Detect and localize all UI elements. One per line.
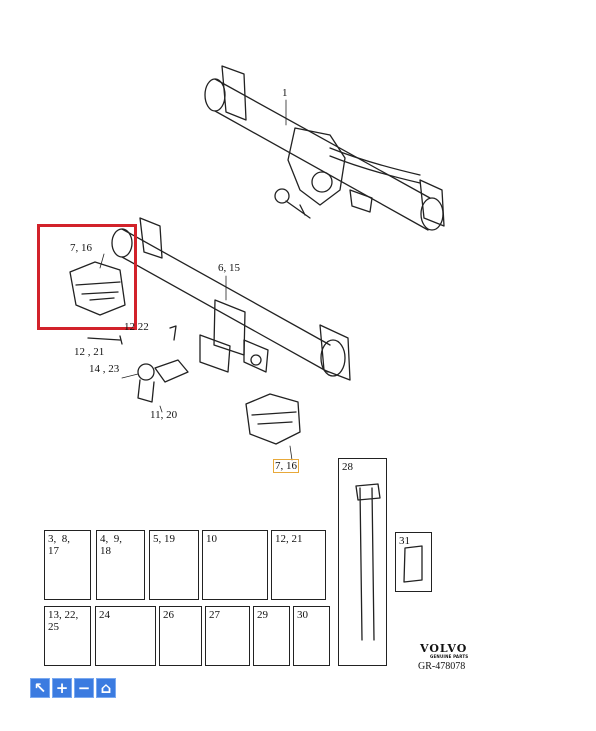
towbar-assembly-upper (204, 65, 445, 231)
zoom-in-icon[interactable]: + (52, 678, 72, 698)
parts-box-26[interactable]: 26 (159, 606, 202, 666)
callout-11-20[interactable]: 11, 20 (150, 409, 178, 421)
parts-box-30[interactable]: 30 (293, 606, 330, 666)
callout-12-22[interactable]: 12 22 (124, 321, 149, 333)
drawing-code: GR-478078 (418, 661, 466, 672)
towbar-beam-lower (111, 217, 351, 381)
cable-tie-part (355, 483, 381, 641)
parts-box-10[interactable]: 10 (202, 530, 268, 600)
clip-part-lower (245, 393, 301, 445)
volvo-tagline: GENUINE PARTS (430, 654, 469, 659)
diagram-toolbar: ↖ + − ⌂ (30, 678, 116, 698)
parts-box-31[interactable]: 31 (395, 532, 432, 592)
label-sticker-part (403, 545, 423, 583)
pointer-icon[interactable]: ↖ (30, 678, 50, 698)
tow-ball-part (137, 359, 189, 403)
parts-box-4-9-18[interactable]: 4, 9, 18 (96, 530, 145, 600)
callout-7-16-top[interactable]: 7, 16 (70, 242, 92, 254)
parts-box-29[interactable]: 29 (253, 606, 290, 666)
parts-box-27[interactable]: 27 (205, 606, 250, 666)
highlight-box (37, 224, 137, 330)
callout-7-16-bottom[interactable]: 7, 16 (273, 459, 299, 473)
home-icon[interactable]: ⌂ (96, 678, 116, 698)
parts-box-13-22-25[interactable]: 13, 22, 25 (44, 606, 91, 666)
parts-box-24[interactable]: 24 (95, 606, 156, 666)
parts-box-12-21[interactable]: 12, 21 (271, 530, 326, 600)
callout-14-23[interactable]: 14 , 23 (89, 363, 120, 375)
callout-6-15[interactable]: 6, 15 (218, 262, 240, 274)
zoom-out-icon[interactable]: − (74, 678, 94, 698)
pin-part (87, 335, 123, 345)
parts-box-5-19[interactable]: 5, 19 (149, 530, 199, 600)
callout-12-21[interactable]: 12 , 21 (74, 346, 105, 358)
parts-box-3-8-17[interactable]: 3, 8, 17 (44, 530, 91, 600)
parts-box-28[interactable]: 28 (338, 458, 387, 666)
callout-1[interactable]: 1 (282, 87, 288, 99)
clip-part-upper (69, 261, 126, 316)
volvo-logo: VOLVO (420, 642, 468, 655)
split-pin-part (169, 325, 177, 341)
